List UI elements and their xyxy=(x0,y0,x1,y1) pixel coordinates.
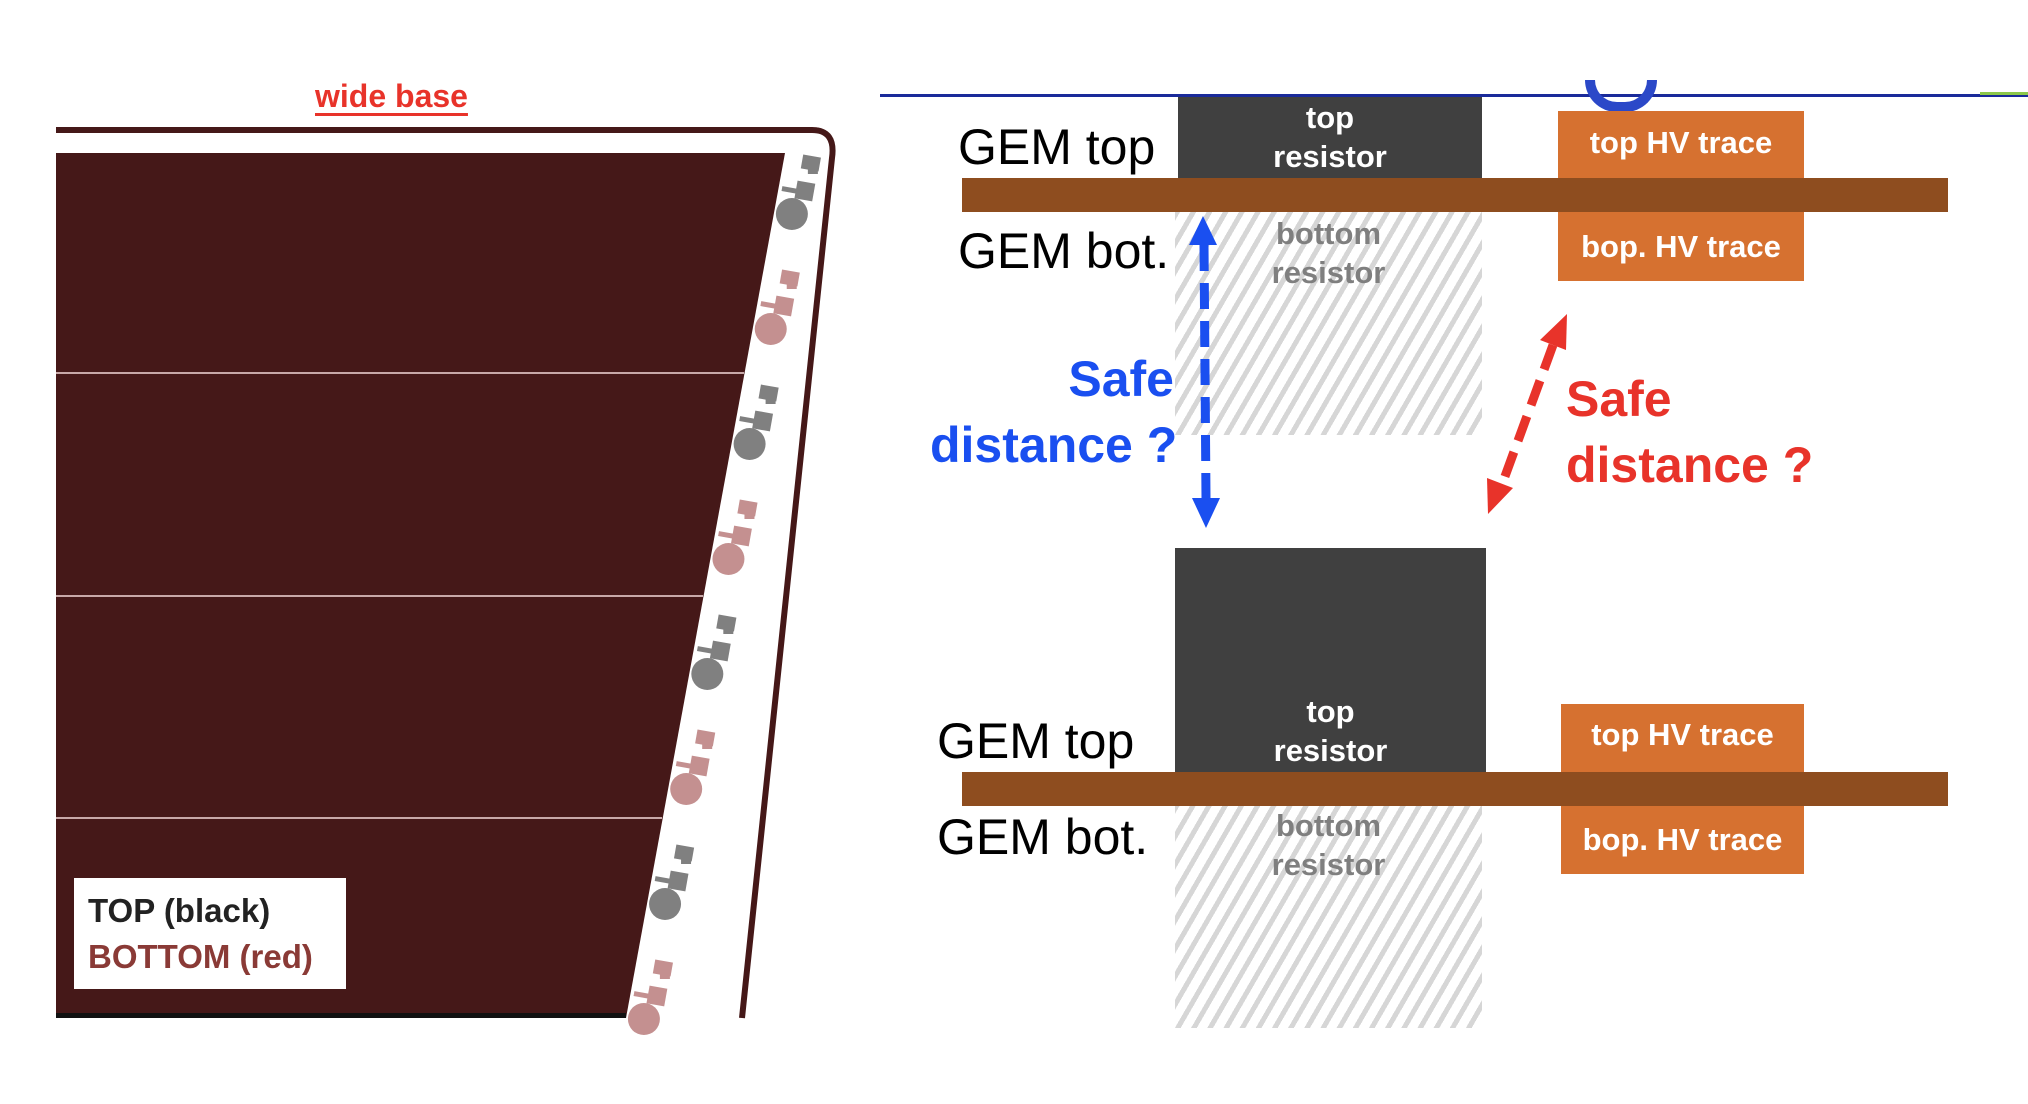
vertical-arrow-head-down xyxy=(1192,498,1220,528)
lower-bottom-resistor-line1: bottom xyxy=(1275,808,1382,843)
lower-gem-bot-label: GEM bot. xyxy=(937,809,1149,865)
lower-gem-substrate xyxy=(962,772,1948,806)
lower-top-resistor: top resistor xyxy=(1175,548,1486,772)
foil-bottom-edge xyxy=(56,1013,626,1018)
upper-gem-top-label: GEM top xyxy=(958,119,1156,175)
upper-gem-bot-label: GEM bot. xyxy=(958,223,1170,279)
vertical-question-line1: Safe xyxy=(1068,351,1174,407)
lower-bottom-resistor: bottom resistor xyxy=(1175,806,1482,1028)
slide-top-rule xyxy=(880,94,2028,97)
lower-gem-top-label: GEM top xyxy=(937,713,1135,769)
upper-top-hv-trace: top HV trace xyxy=(1558,111,1804,178)
upper-bottom-resistor-line2: resistor xyxy=(1271,255,1386,290)
lower-top-resistor-line1: top xyxy=(1306,694,1355,729)
upper-gem-substrate xyxy=(962,178,1948,212)
legend-bottom-label: BOTTOM (red) xyxy=(88,938,313,975)
bottom-pad-icon xyxy=(754,269,800,345)
lower-bottom-hv-trace: bop. HV trace xyxy=(1561,806,1804,874)
lower-top-resistor-line2: resistor xyxy=(1273,733,1388,768)
upper-bottom-hv-trace: bop. HV trace xyxy=(1558,212,1804,281)
vertical-question-line2: distance ? xyxy=(930,417,1178,473)
lower-bottom-resistor-line2: resistor xyxy=(1271,847,1386,882)
upper-top-resistor-line1: top xyxy=(1305,100,1355,135)
upper-bottom-resistor-line1: bottom xyxy=(1275,216,1382,251)
bottom-pad-icon xyxy=(670,729,716,805)
legend-top-label: TOP (black) xyxy=(88,892,271,929)
diagonal-arrow-head-down xyxy=(1487,478,1513,514)
diagonal-question-line1: Safe xyxy=(1566,371,1672,427)
diagonal-distance-arrow-shaft xyxy=(1495,343,1558,492)
diagonal-question-line2: distance ? xyxy=(1566,437,1814,493)
rule-end-marker xyxy=(1980,92,2028,95)
foil-active-area xyxy=(56,153,785,1018)
lower-top-hv-trace: top HV trace xyxy=(1561,704,1804,772)
foil-frame-outline xyxy=(56,127,836,1019)
diagonal-arrow-head-up xyxy=(1540,314,1567,350)
top-pad-icon xyxy=(649,844,695,920)
upper-top-resistor-line2: resistor xyxy=(1273,139,1387,174)
bottom-pad-icon xyxy=(627,959,673,1035)
top-pad-icon xyxy=(691,614,737,690)
top-pad-icon xyxy=(775,154,821,230)
gem-foil-drawing xyxy=(56,127,836,1035)
top-pad-icon xyxy=(733,384,779,460)
bottom-pad-icon xyxy=(712,499,758,575)
upper-bottom-resistor: bottom resistor xyxy=(1175,212,1482,435)
rule-connector-icon xyxy=(1585,80,1657,112)
diagonal-safe-distance-question: Safe distance ? xyxy=(1566,366,1813,498)
wide-base-label: wide base xyxy=(315,78,468,114)
upper-top-resistor: top resistor xyxy=(1178,97,1482,178)
legend-box: TOP (black) BOTTOM (red) xyxy=(74,878,346,989)
vertical-safe-distance-question: Safe distance ? xyxy=(930,346,1178,478)
